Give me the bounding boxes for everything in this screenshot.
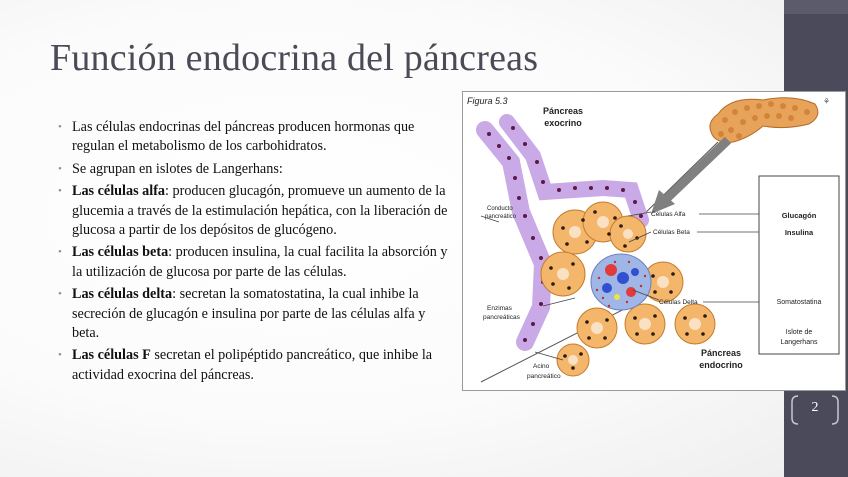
label-pancreas-exocrino: Páncreas [543, 106, 583, 116]
bullet-item: • Las células F secretan el polipéptido … [58, 346, 456, 385]
label-islote: Islote de [786, 329, 813, 336]
leader-line [628, 231, 652, 243]
label-alfa: Células Alfa [651, 211, 686, 218]
label-islote: Langerhans [781, 339, 818, 346]
bullet-dot-icon: • [58, 288, 62, 301]
page-number: 2 [811, 400, 819, 415]
bullet-list: • Las células endocrinas del páncreas pro… [58, 118, 456, 388]
label-pancreas-endocrino: endocrino [699, 360, 743, 370]
pancreas-diagram: Figura 5.3 ⚘ Páncreas exocrino [467, 96, 840, 383]
leader-line [542, 297, 576, 307]
bullet-text: : producen glucagón, promueve un aumento… [72, 183, 448, 239]
bullet-item: • Las células endocrinas del páncreas pro… [58, 118, 456, 157]
pancreatic-duct-icon [476, 114, 649, 351]
label-conducto: Conducto [487, 206, 513, 212]
pancreas-figure: Figura 5.3 ⚘ Páncreas exocrino [462, 91, 846, 391]
bullet-dot-icon: • [58, 121, 62, 133]
zoom-arrow-icon [659, 136, 732, 206]
slide-title: Función endocrina del páncreas [50, 37, 539, 79]
bullet-dot-icon: • [58, 246, 62, 259]
hormone-box [758, 175, 840, 355]
arrow-head-icon [651, 190, 675, 214]
bullet-text: Las células endocrinas del páncreas prod… [72, 119, 415, 155]
corner-mark-icon: ⚘ [823, 97, 830, 106]
bullet-item: • Se agrupan en islotes de Langerhans: [58, 160, 456, 179]
bullet-text: : producen insulina, la cual facilita la… [72, 244, 448, 280]
pointer-line [637, 141, 719, 221]
page-number-badge: 2 [790, 394, 840, 426]
bullet-lead: Las células alfa [72, 183, 166, 200]
label-enzimas: pancreáticas [483, 314, 521, 321]
bullet-lead: Las células F [72, 347, 151, 364]
bullet-dot-icon: • [58, 162, 62, 175]
label-delta: Células Delta [659, 299, 698, 306]
bullet-text: secretan el polipéptido pancreático, que… [72, 347, 433, 383]
bullet-dot-icon: • [58, 349, 62, 362]
bullet-dot-icon: • [58, 185, 62, 198]
label-pancreas-endocrino: Páncreas [701, 348, 741, 358]
label-acino: pancreático [527, 373, 561, 380]
leader-line [632, 289, 660, 301]
pancreas-organ-icon [709, 97, 819, 143]
bullet-lead: Las células beta [72, 244, 169, 261]
bullet-item: • Las células delta: secretan la somatos… [58, 285, 456, 343]
leader-line [627, 211, 652, 217]
label-enzimas: Enzimas [487, 305, 513, 312]
label-acino: Acino [533, 363, 550, 370]
figure-caption: Figura 5.3 [467, 96, 508, 106]
label-conducto: pancreático [485, 214, 517, 220]
bracket-frame-icon [791, 395, 839, 425]
label-insulina: Insulina [785, 228, 814, 237]
leader-line [534, 351, 564, 361]
bullet-item: • Las células alfa: producen glucagón, p… [58, 182, 456, 240]
bullet-text: Se agrupan en islotes de Langerhans: [72, 160, 283, 177]
label-somatostatina: Somatostatina [777, 299, 822, 306]
leader-line [480, 215, 500, 223]
bullet-lead: Las células delta [72, 286, 173, 303]
label-pancreas-exocrino: exocrino [544, 118, 582, 128]
bullet-item: • Las células beta: producen insulina, l… [58, 243, 456, 282]
label-glucagon: Glucagón [782, 211, 817, 220]
side-bar-top [784, 0, 848, 14]
islet-of-langerhans [590, 253, 652, 311]
label-beta: Células Beta [653, 229, 690, 236]
bullet-text: : secretan la somatostatina, la cual inh… [72, 286, 426, 342]
